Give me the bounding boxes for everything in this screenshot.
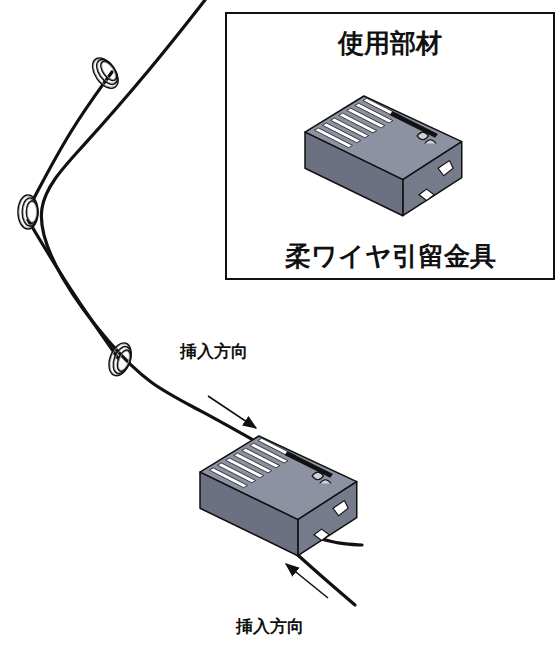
clamp-hole <box>314 529 329 540</box>
coil-ring <box>22 198 38 226</box>
clamp-spring <box>417 132 436 143</box>
coil-ring <box>115 348 133 373</box>
coil-ring <box>26 201 37 223</box>
coil-ring <box>110 344 134 376</box>
box-heading: 使用部材 <box>338 28 442 59</box>
coil-ring <box>99 60 118 82</box>
coil-ring <box>98 59 120 83</box>
wire <box>33 72 112 200</box>
coil-ring <box>19 196 37 228</box>
wire <box>18 0 362 605</box>
wire-clamp <box>200 96 462 556</box>
clamp-slot <box>285 451 333 478</box>
clamp-hole <box>438 161 453 176</box>
wire-clamp <box>305 96 462 216</box>
coil-ring <box>27 202 36 222</box>
parts-box: 使用部材柔ワイヤ引留金具 <box>225 12 555 280</box>
coil-ring <box>18 195 38 229</box>
coil-ring <box>18 195 38 229</box>
coil-ring <box>87 53 123 92</box>
clamp-hole <box>333 501 348 516</box>
coil-ring <box>105 340 135 379</box>
coil-ring <box>94 57 120 86</box>
wire <box>290 548 355 605</box>
wire <box>41 0 262 445</box>
coil-ring <box>89 55 122 92</box>
clamp-hole <box>419 189 434 200</box>
direction-arrow <box>208 396 256 428</box>
clamp-slot <box>390 111 438 138</box>
coil-ring <box>106 341 134 377</box>
coil-ring <box>111 345 133 374</box>
clamp-face <box>305 132 403 216</box>
coil-ring <box>105 340 135 379</box>
direction-label: 挿入方向 <box>236 616 304 636</box>
coil-ring <box>87 53 123 92</box>
clamp-face <box>200 472 298 556</box>
clamp-spring <box>312 472 331 483</box>
clamp-face <box>403 142 462 216</box>
direction-arrow <box>286 564 328 598</box>
part-name: 柔ワイヤ引留金具 <box>285 241 496 272</box>
clamp-face <box>298 482 357 556</box>
coil-ring <box>23 199 37 225</box>
wire <box>28 220 118 358</box>
direction-label: 挿入方向 <box>180 341 248 361</box>
coil-ring <box>93 56 122 88</box>
coil-ring <box>116 350 131 372</box>
wire-clamp <box>200 436 357 556</box>
direction-arrow <box>208 396 328 598</box>
